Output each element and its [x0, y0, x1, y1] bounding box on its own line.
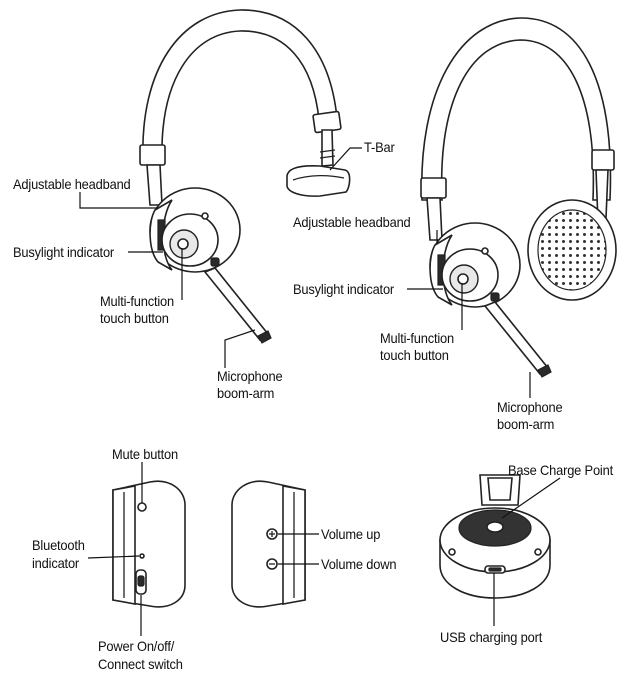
label-microphone-left-1: Microphone	[217, 368, 283, 384]
label-usb-charging-port: USB charging port	[440, 629, 543, 645]
charging-base-drawing	[439, 474, 551, 599]
earcup-left-closeup	[112, 480, 186, 608]
label-base-charge-point: Base Charge Point	[508, 462, 613, 478]
leader-lines	[79, 147, 561, 636]
label-power-switch-1: Power On/off/	[98, 638, 175, 654]
label-mute-button: Mute button	[112, 446, 179, 462]
label-volume-up: Volume up	[321, 526, 381, 542]
label-busylight-right: Busylight indicator	[293, 281, 395, 297]
label-adjustable-headband-left: Adjustable headband	[13, 176, 131, 192]
right-headset-drawing	[420, 17, 617, 378]
label-busylight-left: Busylight indicator	[13, 244, 115, 260]
label-volume-down: Volume down	[321, 556, 397, 572]
label-microphone-left-2: boom-arm	[217, 385, 275, 401]
label-microphone-right-2: boom-arm	[497, 416, 555, 432]
label-adjustable-headband-right: Adjustable headband	[293, 214, 411, 230]
earcup-right-closeup	[231, 480, 306, 608]
label-t-bar: T-Bar	[364, 139, 395, 155]
label-bluetooth-2: indicator	[32, 555, 80, 571]
label-power-switch-2: Connect switch	[98, 656, 183, 672]
label-bluetooth-1: Bluetooth	[32, 537, 85, 553]
label-multifunction-right-1: Multi-function	[380, 330, 455, 346]
label-multifunction-left-2: touch button	[100, 310, 169, 326]
left-headset-drawing	[139, 9, 351, 344]
label-microphone-right-1: Microphone	[497, 399, 563, 415]
label-multifunction-right-2: touch button	[380, 347, 449, 363]
label-multifunction-left-1: Multi-function	[100, 293, 175, 309]
